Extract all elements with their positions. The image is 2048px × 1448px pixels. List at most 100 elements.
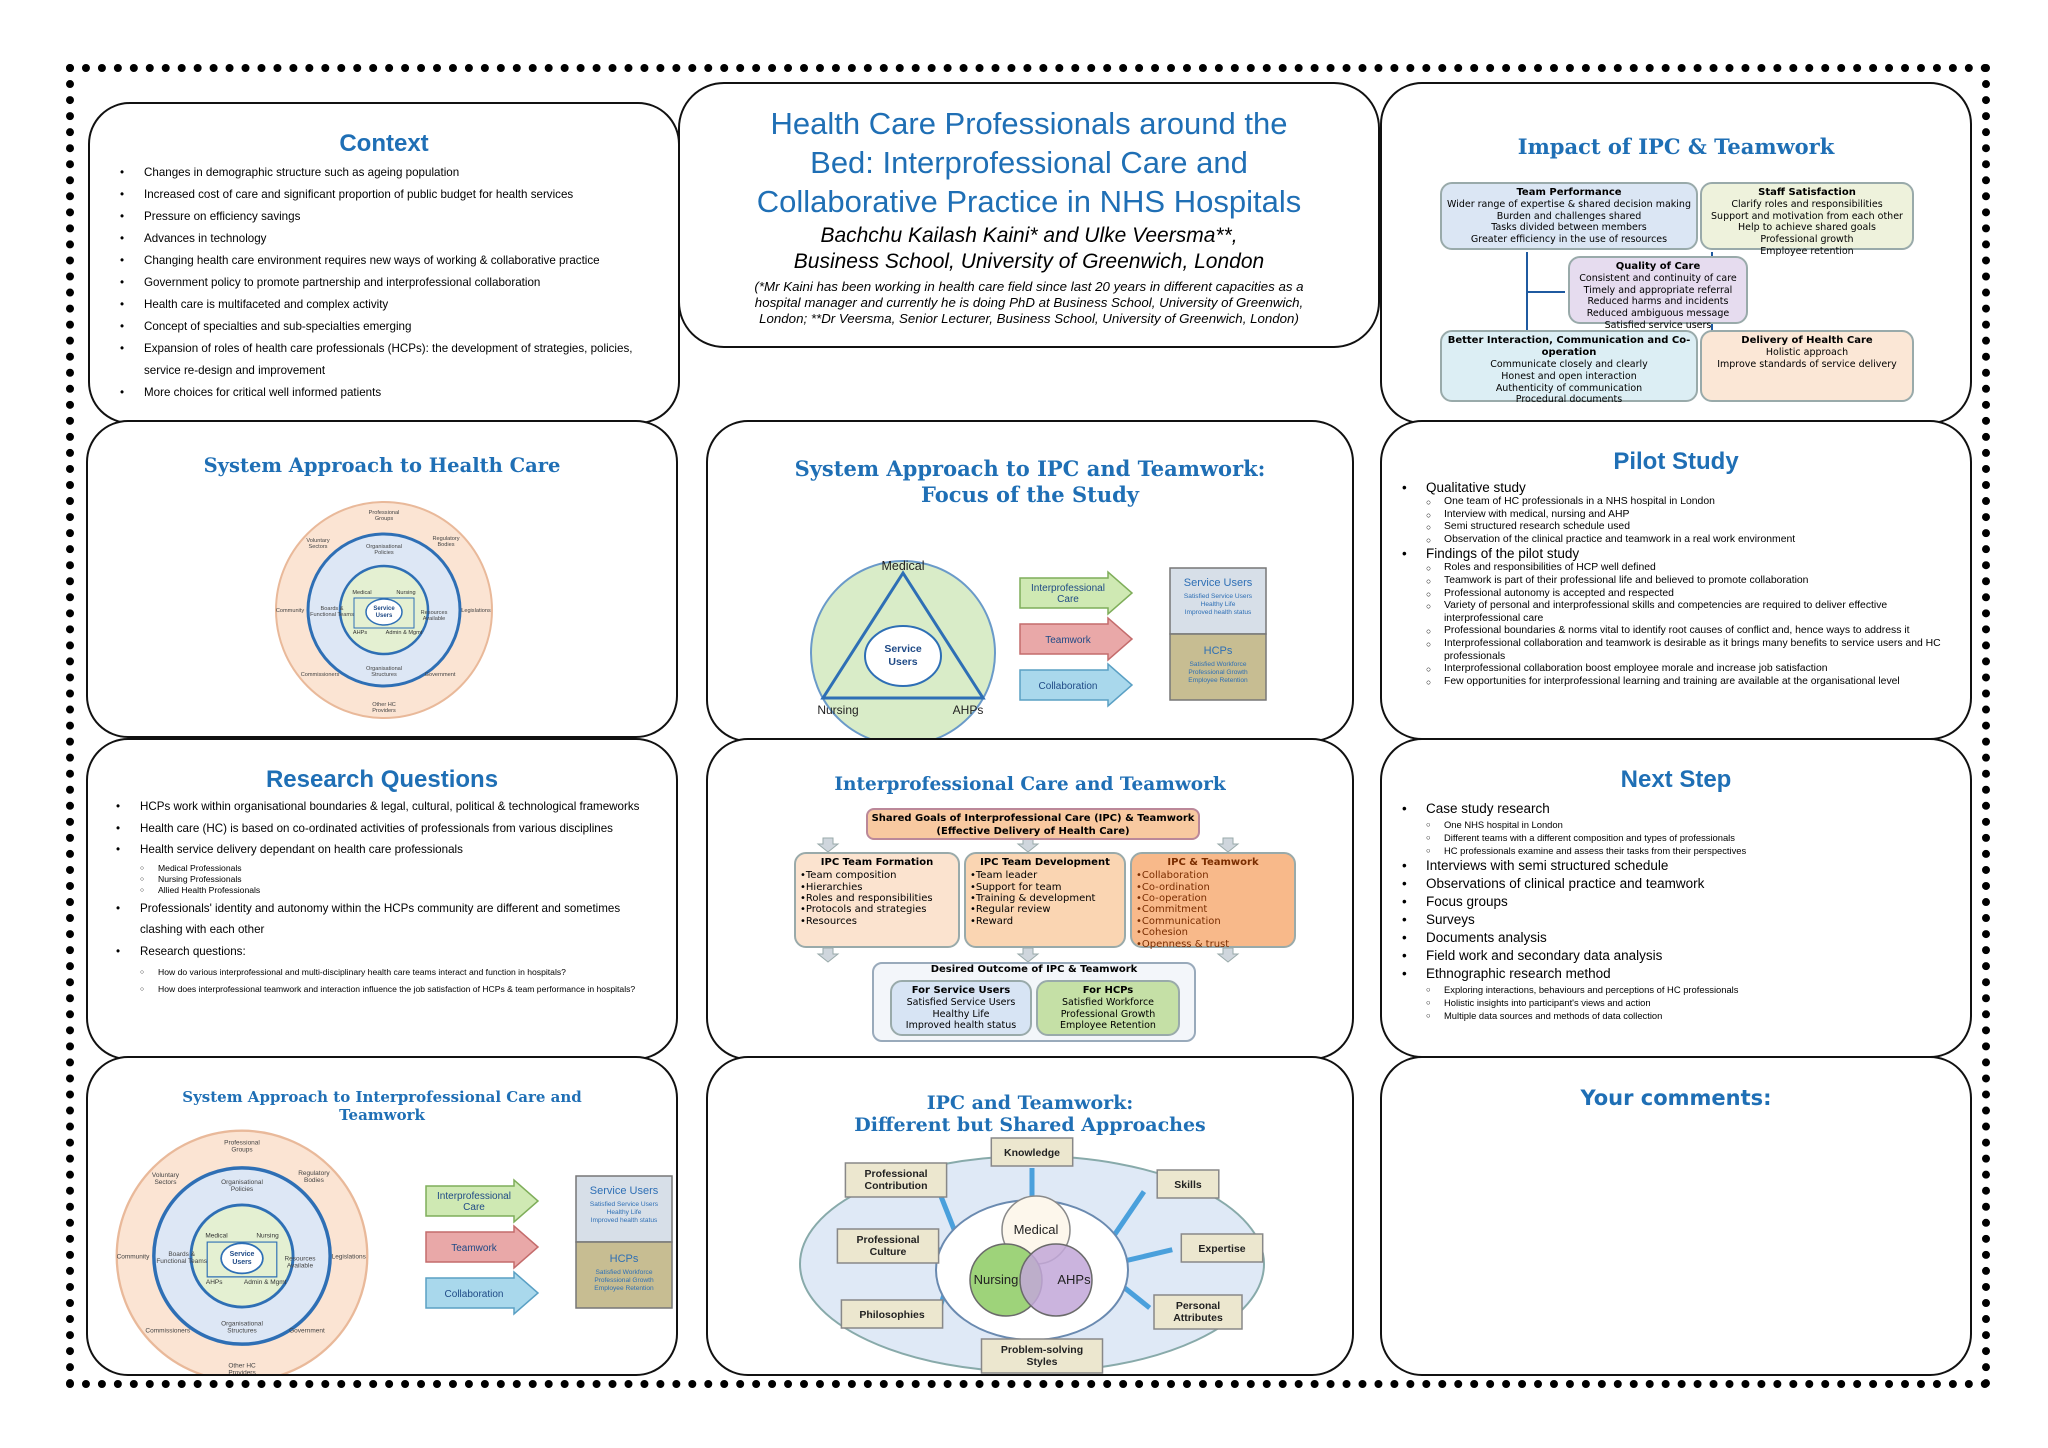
- ipct-col-item: •Regular review: [970, 904, 1051, 916]
- comments-title: Your comments:: [1580, 1086, 1772, 1110]
- impact-panel: Impact of IPC & Teamwork Team Performanc…: [1380, 82, 1972, 424]
- ipct-team-development: IPC Team Development•Team leader•Support…: [964, 852, 1126, 948]
- ipct-col-item: •Collaboration: [1136, 870, 1209, 882]
- ipct-team-formation: IPC Team Formation•Team composition•Hier…: [794, 852, 960, 948]
- next-item-text: Field work and secondary data analysis: [1426, 948, 1663, 963]
- flow-arrow-label: Interprofessional: [437, 1191, 511, 1202]
- outer-label: Voluntary: [152, 1172, 180, 1179]
- outcome-title: Service Users: [590, 1185, 659, 1197]
- outer-label: Groups: [375, 516, 394, 522]
- impact-box-title: Delivery of Health Care: [1741, 335, 1873, 346]
- next-item: Field work and secondary data analysis: [1396, 947, 1950, 965]
- system-circles: ProfessionalGroupsRegulatoryBodiesLegisl…: [115, 1129, 369, 1376]
- impact-box-line: Help to achieve shared goals: [1738, 222, 1876, 234]
- title-line: Health Care Professionals around the: [770, 106, 1288, 141]
- impact-box-line: Support and motivation from each other: [1711, 210, 1903, 222]
- ipct-shared-goal: Shared Goals of Interprofessional Care (…: [866, 808, 1200, 840]
- outcome-line: Employee Retention: [594, 1285, 654, 1292]
- flow-arrow: [425, 1178, 540, 1224]
- middle-label: Available: [287, 1263, 314, 1270]
- ipct-col-item: •Protocols and strategies: [800, 904, 927, 916]
- shared-node: [836, 1228, 940, 1264]
- circle-label: Nursing: [974, 1272, 1019, 1287]
- system-hc-panel: System Approach to Health Care Professio…: [86, 420, 678, 738]
- research-subitem: Allied Health Professionals: [140, 885, 658, 896]
- impact-box-title: Quality of Care: [1615, 261, 1701, 272]
- next-subitem: Different teams with a different composi…: [1426, 831, 1950, 844]
- shared-spoke: [1120, 1247, 1173, 1265]
- middle-label: Policies: [231, 1186, 254, 1193]
- pilot-item: Interprofessional collaboration boost em…: [1426, 663, 1950, 676]
- ipct-col-item: •Communication: [1136, 915, 1221, 927]
- ipc-triangle: [820, 570, 986, 700]
- impact-box-line: Reduced harms and incidents: [1587, 296, 1729, 308]
- shared-node-label: Professional: [864, 1168, 927, 1180]
- shared-node-label: Personal: [1176, 1300, 1220, 1312]
- outcome-line: Satisfied Workforce: [1189, 661, 1246, 668]
- flow-arrow-label: Collaboration: [445, 1289, 504, 1300]
- pilot-body: Qualitative studyOne team of HC professi…: [1402, 480, 1950, 688]
- impact-box-line: Clarify roles and responsibilities: [1731, 199, 1883, 211]
- outer-label: Other HC: [372, 702, 396, 708]
- triangle-label: Medical: [881, 559, 924, 573]
- shared-node: [1156, 1169, 1220, 1199]
- shared-title: IPC and Teamwork:Different but Shared Ap…: [708, 1092, 1352, 1136]
- ipc-center-label: Users: [888, 656, 917, 668]
- ipct-col-item: •Commitment: [1136, 904, 1208, 916]
- outer-label: Providers: [228, 1369, 256, 1376]
- ipc-flow: InterprofessionalCareTeamworkCollaborati…: [425, 1175, 673, 1316]
- outcome-line: Improved health status: [591, 1217, 658, 1224]
- context-item: Pressure on efficiency savings: [114, 206, 660, 228]
- research-item-text: Professionals' identity and autonomy wit…: [140, 901, 621, 937]
- outer-label: Government: [425, 672, 456, 678]
- ipct-col-item: •Co-ordination: [1136, 881, 1210, 893]
- note-line: (*Mr Kaini has been working in health ca…: [754, 279, 1304, 294]
- next-item: Documents analysis: [1396, 929, 1950, 947]
- system-circles: ProfessionalGroupsRegulatoryBodiesLegisl…: [275, 501, 493, 719]
- title-line: Different but Shared Approaches: [854, 1114, 1206, 1136]
- outcome-line: Satisfied Workforce: [595, 1269, 652, 1276]
- ipct-col-title: IPC Team Formation: [820, 857, 934, 868]
- inner-label: AHPs: [353, 630, 368, 636]
- context-item: Advances in technology: [114, 228, 660, 250]
- flow-arrow: [1019, 570, 1134, 616]
- pilot-item: Semi structured research schedule used: [1426, 521, 1950, 534]
- outcome-line: Healthy Life: [607, 1209, 642, 1216]
- context-item: Government policy to promote partnership…: [114, 272, 660, 294]
- outer-label: Legislations: [461, 608, 491, 614]
- circle-label: AHPs: [1057, 1272, 1091, 1287]
- impact-box-line: Wider range of expertise & shared decisi…: [1447, 199, 1691, 211]
- pilot-group-head: Qualitative studyOne team of HC professi…: [1396, 480, 1950, 546]
- shared-node: [1180, 1233, 1264, 1263]
- next-panel: Next Step Case study researchOne NHS hos…: [1380, 738, 1972, 1058]
- research-list: HCPs work within organisational boundari…: [110, 796, 658, 998]
- research-sublist: How do various interprofessional and mul…: [140, 964, 658, 998]
- outer-label: Other HC: [228, 1362, 256, 1369]
- service-users-core: [365, 598, 403, 626]
- ipct-teamwork: IPC & Teamwork•Collaboration•Co-ordinati…: [1130, 852, 1296, 950]
- pilot-head-text: Qualitative study: [1426, 480, 1526, 495]
- impact-better-interaction: Better Interaction, Communication and Co…: [1440, 330, 1698, 405]
- next-subitem: Multiple data sources and methods of dat…: [1426, 1009, 1950, 1022]
- shared-node: [1153, 1294, 1243, 1330]
- next-item-text: Surveys: [1426, 912, 1475, 927]
- title-line: System Approach to Interprofessional Car…: [182, 1088, 582, 1106]
- next-subitem: HC professionals examine and assess thei…: [1426, 844, 1950, 857]
- outcome-line: Professional Growth: [1188, 669, 1248, 676]
- research-item: Health care (HC) is based on co-ordinate…: [110, 818, 658, 840]
- shared-node-label: Professional: [856, 1234, 919, 1246]
- title-line: System Approach to IPC and Teamwork:: [794, 456, 1266, 481]
- ipct-outcome-box-title: For Service Users: [911, 985, 1011, 996]
- next-item: Focus groups: [1396, 893, 1950, 911]
- flow-arrow-label: Care: [463, 1202, 485, 1213]
- shared-node: [840, 1299, 944, 1329]
- center-label: Users: [376, 613, 393, 619]
- middle-label: Structures: [371, 672, 397, 678]
- system-ipct-title: System Approach to Interprofessional Car…: [88, 1088, 676, 1124]
- system-ipct-panel: System Approach to Interprofessional Car…: [86, 1056, 678, 1376]
- ipct-outcome-line: Improved health status: [905, 1020, 1017, 1032]
- outer-label: Regulatory: [432, 536, 459, 542]
- pilot-head-text: Findings of the pilot study: [1426, 546, 1580, 562]
